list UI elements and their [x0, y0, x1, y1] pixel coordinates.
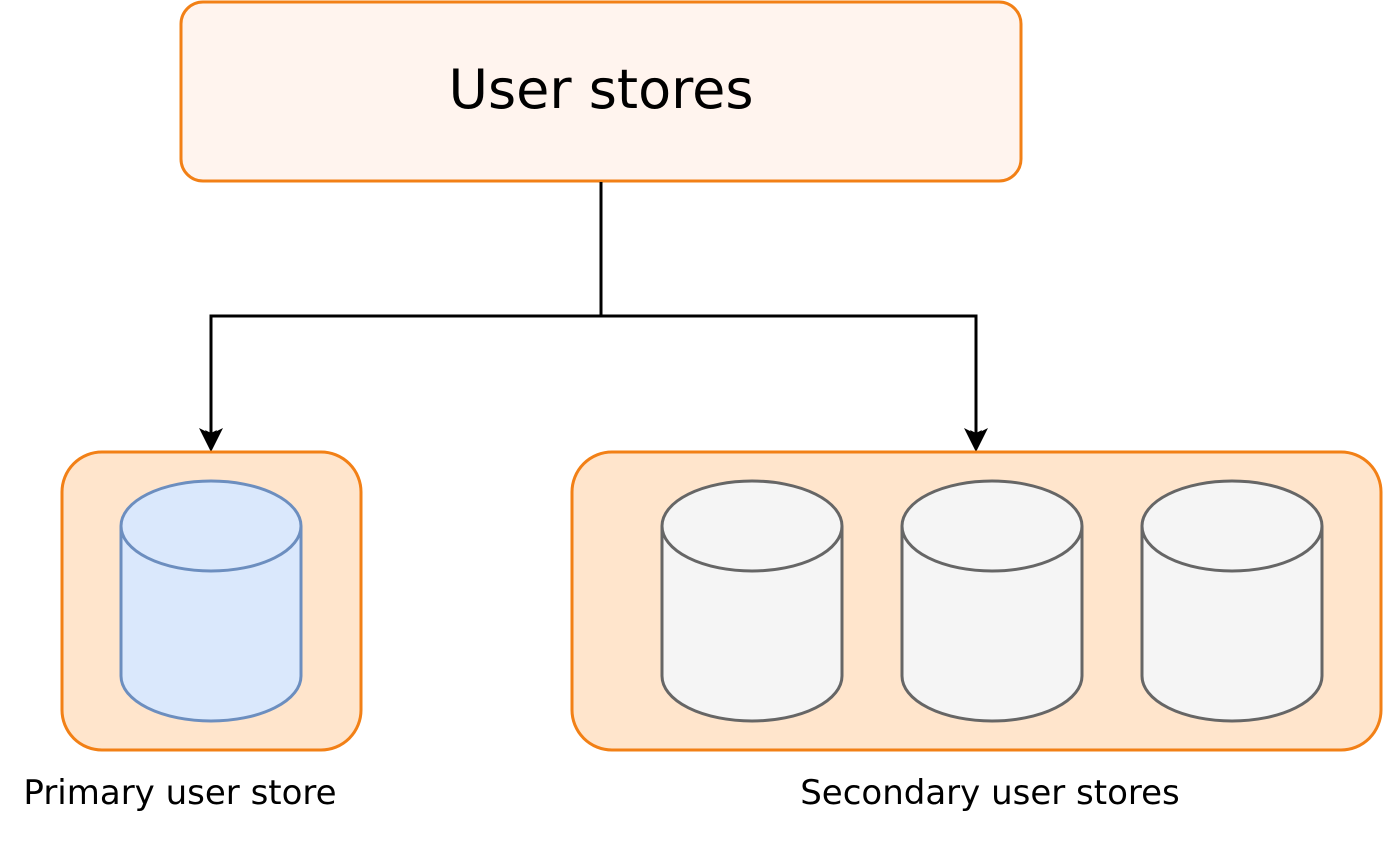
root-node: User stores — [179, 0, 1023, 183]
primary-store-group — [60, 450, 363, 752]
secondary-database-icon — [900, 479, 1084, 723]
secondary-store-caption: Secondary user stores — [800, 773, 1180, 813]
secondary-database-icon — [660, 479, 844, 723]
secondary-store-group — [570, 450, 1383, 752]
root-node-label: User stores — [449, 58, 754, 121]
connector-to-primary — [205, 314, 601, 442]
arrowhead-secondary — [964, 428, 988, 452]
connector-to-secondary — [601, 314, 982, 442]
root-node-box — [179, 0, 1023, 183]
connectors — [205, 182, 982, 442]
primary-store-caption: Primary user store — [23, 773, 336, 813]
secondary-database-icon — [1140, 479, 1324, 723]
primary-database-icon — [119, 479, 303, 723]
arrowhead-primary — [199, 428, 223, 452]
